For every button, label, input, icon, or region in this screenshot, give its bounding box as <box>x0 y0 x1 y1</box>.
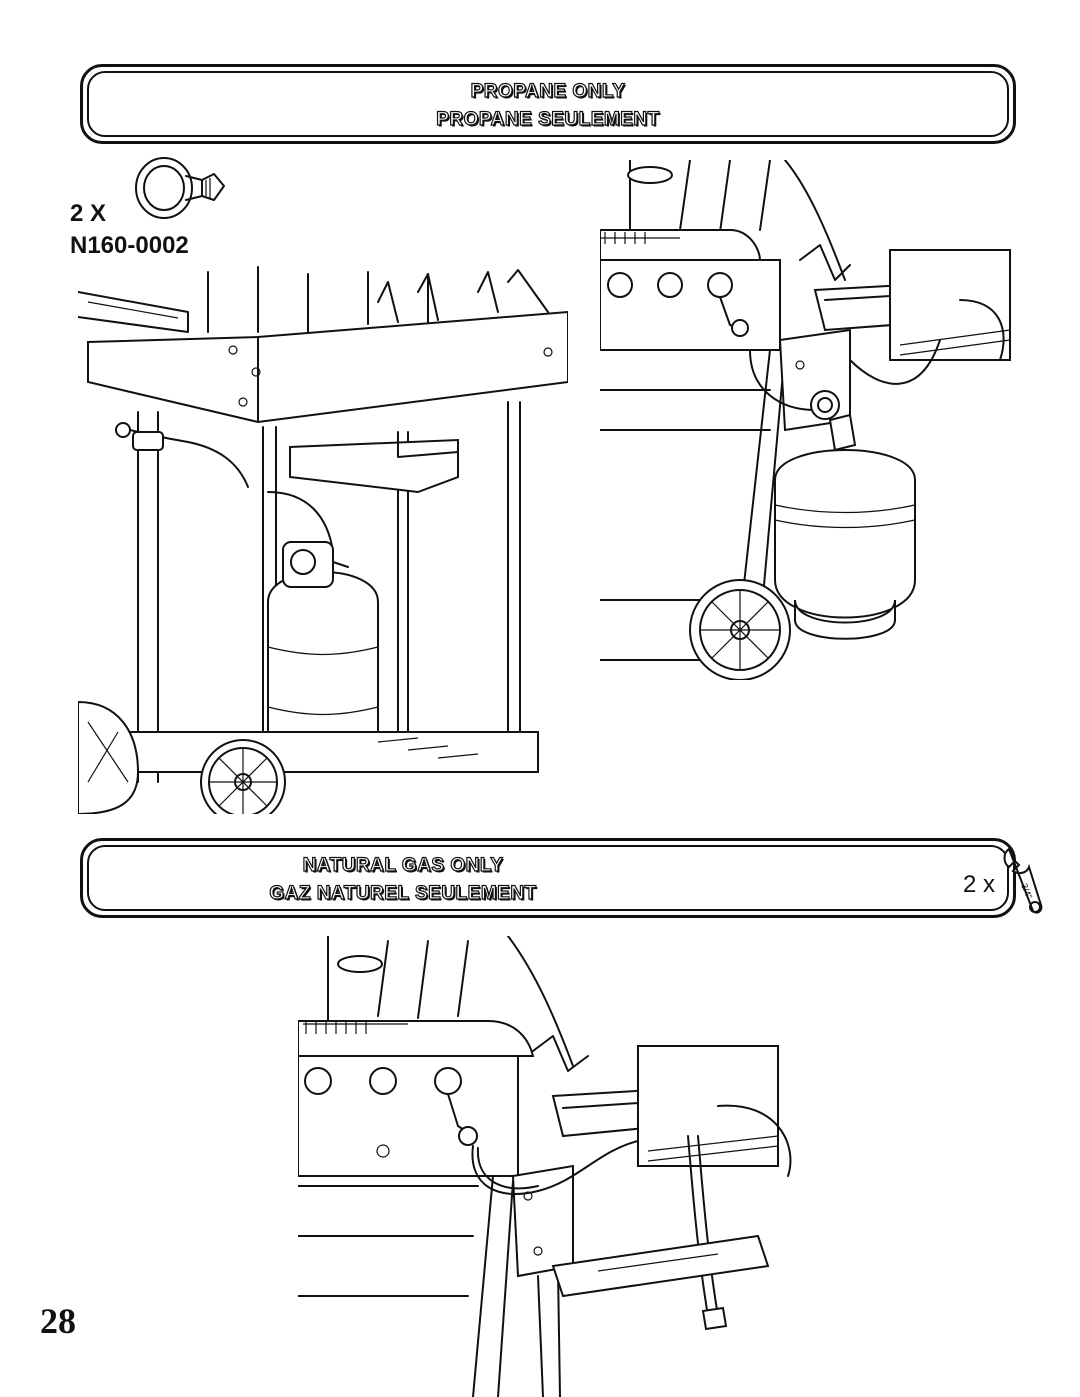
propane-only-title: PROPANE ONLY <box>470 80 626 102</box>
natural-gas-only-title: NATURAL GAS ONLY <box>302 854 504 876</box>
propane-side-illustration <box>600 160 1011 680</box>
propane-only-banner: PROPANE ONLY PROPANE SEULEMENT <box>80 64 1016 144</box>
hose-clip-quantity: 2 X <box>70 200 107 227</box>
wrench-icon: 3/4" <box>1003 847 1043 914</box>
hose-clip-part-number: N160-0002 <box>70 232 189 259</box>
gaz-naturel-seulement-title: GAZ NATUREL SEULEMENT <box>269 882 537 904</box>
hose-clip-icon <box>135 157 225 219</box>
natural-gas-illustration <box>298 936 792 1397</box>
hose-clip-callout: 2 X N160-0002 <box>0 0 240 260</box>
wrench-quantity: 2 x <box>963 871 996 898</box>
propane-seulement-title: PROPANE SEULEMENT <box>436 108 660 130</box>
page-number: 28 <box>40 1301 76 1341</box>
propane-cart-illustration <box>78 266 568 814</box>
natural-gas-only-banner: NATURAL GAS ONLY GAZ NATUREL SEULEMENT 2… <box>80 838 1043 918</box>
